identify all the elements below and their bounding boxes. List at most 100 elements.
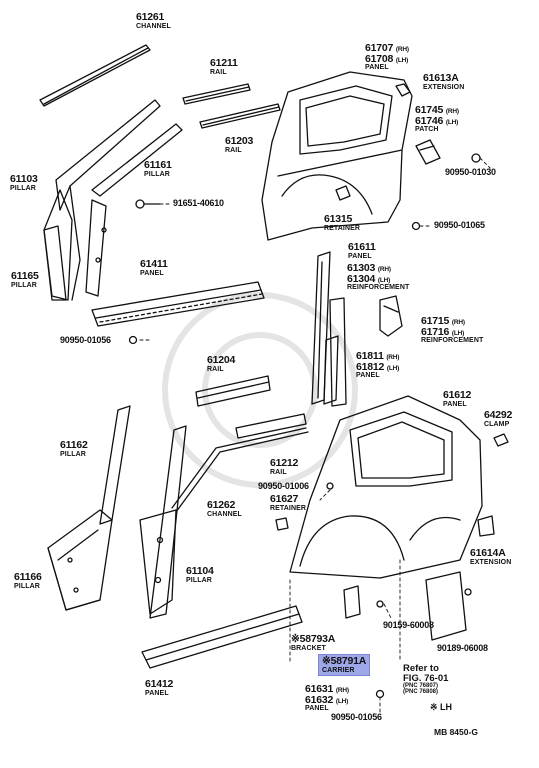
figure-code: MB 8450-G xyxy=(434,727,478,737)
part-number: 61211 xyxy=(210,57,238,69)
label-58791A-highlighted[interactable]: ※58791A CARRIER xyxy=(318,654,371,676)
label-61715-61716[interactable]: 61715 (RH) 61716 (LH) REINFORCEMENT xyxy=(421,316,483,344)
part-number: 61811 xyxy=(356,350,384,362)
part-number: 90950-01056 xyxy=(331,712,382,722)
label-90950-01056-bottom[interactable]: 90950-01056 xyxy=(331,713,382,722)
part-name: PANEL xyxy=(443,400,467,408)
label-91651-40610[interactable]: 91651-40610 xyxy=(173,199,224,208)
part-suffix: (LH) xyxy=(377,276,391,284)
part-number: 61165 xyxy=(11,270,39,282)
part-suffix: (LH) xyxy=(445,118,459,126)
label-61627[interactable]: 61627 RETAINER xyxy=(270,494,306,512)
part-name: PILLAR xyxy=(10,184,36,192)
part-number: 61304 xyxy=(347,272,376,285)
part-suffix: (LH) xyxy=(395,56,409,64)
part-number: 61104 xyxy=(186,565,214,577)
label-90950-01065[interactable]: 90950-01065 xyxy=(434,221,485,230)
fig-reference-link[interactable]: FIG. 76-01 xyxy=(403,672,449,684)
part-name: PANEL xyxy=(145,689,169,697)
part-61212-rail-drawing xyxy=(235,413,307,439)
reference-note[interactable]: Refer to FIG. 76-01 (PNC 76807) (PNC 768… xyxy=(403,664,448,695)
part-58793A-bracket-drawing xyxy=(343,585,361,619)
part-number: 91651-40610 xyxy=(173,198,224,208)
label-61104[interactable]: 61104 PILLAR xyxy=(186,566,214,584)
part-number: 61161 xyxy=(144,159,172,171)
part-61412-panel-drawing xyxy=(141,605,303,669)
label-61707-61708[interactable]: 61707 (RH) 61708 (LH) PANEL xyxy=(365,43,409,71)
part-number: 64292 xyxy=(484,409,513,421)
label-61303-61304[interactable]: 61303 (RH) 61304 (LH) REINFORCEMENT xyxy=(347,263,409,291)
label-64292[interactable]: 64292 CLAMP xyxy=(484,410,512,428)
label-90189-06008[interactable]: 90189-06008 xyxy=(437,644,488,653)
label-61212[interactable]: 61212 RAIL xyxy=(270,458,298,476)
part-name: RETAINER xyxy=(324,224,361,232)
part-suffix: (RH) xyxy=(335,687,349,694)
part-61161-pillar-drawing xyxy=(85,123,183,297)
part-suffix: (LH) xyxy=(451,329,465,337)
part-name: PILLAR xyxy=(144,170,170,178)
label-61611[interactable]: 61611 PANEL xyxy=(348,242,376,260)
label-61162[interactable]: 61162 PILLAR xyxy=(60,440,88,458)
part-name: RAIL xyxy=(225,146,242,154)
part-61411-panel-drawing xyxy=(91,281,265,327)
label-61262[interactable]: 61262 CHANNEL xyxy=(207,500,242,518)
part-number: 61812 xyxy=(356,360,385,373)
part-61103-pillar-drawing xyxy=(43,99,161,301)
part-61745-patch-drawing xyxy=(415,139,441,165)
label-61811-61812[interactable]: 61811 (RH) 61812 (LH) PANEL xyxy=(356,351,399,379)
part-61614A-extension-drawing xyxy=(477,515,495,537)
part-61165-pillar-drawing xyxy=(43,225,67,301)
part-number: 61746 xyxy=(415,114,444,127)
label-61261[interactable]: 61261 CHANNEL xyxy=(136,12,171,30)
part-number: 90159-60008 xyxy=(383,620,434,630)
part-name: CHANNEL xyxy=(136,22,171,30)
part-number: 61166 xyxy=(14,571,42,583)
part-number: 61212 xyxy=(270,457,299,469)
label-61412[interactable]: 61412 PANEL xyxy=(145,679,173,697)
label-61161[interactable]: 61161 PILLAR xyxy=(144,160,172,178)
part-number: 61204 xyxy=(207,354,236,366)
label-61204[interactable]: 61204 RAIL xyxy=(207,355,235,373)
label-61612[interactable]: 61612 PANEL xyxy=(443,390,471,408)
part-61613A-extension-drawing xyxy=(395,83,411,97)
label-90950-01030[interactable]: 90950-01030 xyxy=(445,168,496,177)
part-number: 61613A xyxy=(423,72,459,84)
part-number: 61303 xyxy=(347,262,376,274)
part-name: PATCH xyxy=(415,126,439,133)
label-61103[interactable]: 61103 PILLAR xyxy=(10,174,38,192)
label-61315[interactable]: 61315 RETAINER xyxy=(324,214,360,232)
part-name: PANEL xyxy=(348,252,372,260)
label-61165[interactable]: 61165 PILLAR xyxy=(11,271,39,289)
part-name: REINFORCEMENT xyxy=(347,284,410,291)
part-61707-quarter-panel-drawing xyxy=(261,71,413,241)
label-61166[interactable]: 61166 PILLAR xyxy=(14,572,42,590)
label-58793A[interactable]: ※58793A BRACKET xyxy=(291,634,335,652)
label-90950-01056[interactable]: 90950-01056 xyxy=(60,336,111,345)
part-61104-pillar-drawing xyxy=(139,425,187,619)
part-number: 61627 xyxy=(270,493,299,505)
label-61211[interactable]: 61211 RAIL xyxy=(210,58,238,76)
part-suffix: (RH) xyxy=(386,354,400,361)
label-90159-60008[interactable]: 90159-60008 xyxy=(383,621,434,630)
label-61411[interactable]: 61411 PANEL xyxy=(140,259,168,277)
lh-note: ※ LH xyxy=(430,702,453,712)
part-suffix: (LH) xyxy=(386,364,400,372)
label-61613A[interactable]: 61613A EXTENSION xyxy=(423,73,464,91)
label-61631-61632[interactable]: 61631 (RH) 61632 (LH) PANEL xyxy=(305,684,349,712)
mudflap-drawing xyxy=(425,571,472,641)
label-61203[interactable]: 61203 RAIL xyxy=(225,136,253,154)
label-61614A[interactable]: 61614A EXTENSION xyxy=(470,548,511,566)
part-number: 61315 xyxy=(324,213,353,225)
part-number: 61611 xyxy=(348,241,376,253)
part-61612-panel-drawing xyxy=(289,395,483,579)
label-61745-61746[interactable]: 61745 (RH) 61746 (LH) PATCH xyxy=(415,105,459,133)
part-61203-rail-drawing xyxy=(199,103,281,129)
part-61715-reinforcement-drawing xyxy=(379,295,403,337)
part-number: 61412 xyxy=(145,678,174,690)
part-61166-pillar-drawing xyxy=(47,547,101,611)
part-name: PANEL xyxy=(305,705,329,712)
label-90950-01006[interactable]: 90950-01006 xyxy=(258,482,309,491)
part-number: ※58791A xyxy=(322,655,367,667)
